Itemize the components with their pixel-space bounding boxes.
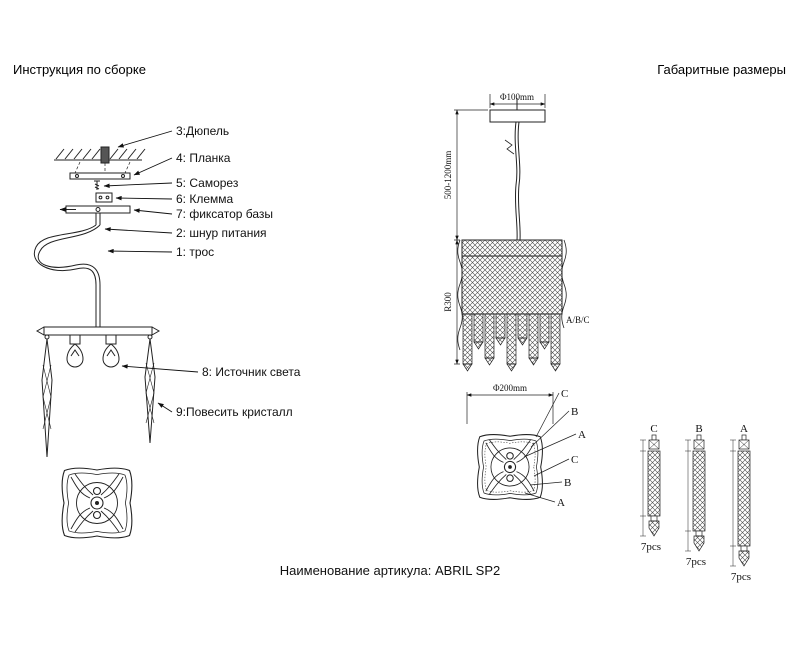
suspension-wire <box>517 121 521 241</box>
label-cable: 1: трос <box>176 245 214 259</box>
break-symbol <box>504 139 515 155</box>
article-name: Наименование артикула: ABRIL SP2 <box>279 563 501 578</box>
frame-finials <box>35 326 161 336</box>
bulb <box>102 343 120 368</box>
dimensions-diagram: Φ100mm 500-1200mm R300 A/B/C Φ200mm C B … <box>443 92 751 583</box>
dimension-texts: Φ100mm 500-1200mm R300 A/B/C Φ200mm C B … <box>443 92 751 583</box>
page-title-right: Габаритные размеры <box>657 62 786 77</box>
label-hang-crystal: 9:Повесить кристалл <box>176 405 293 419</box>
cable-wave <box>37 224 101 327</box>
canopy <box>489 109 546 123</box>
bulb-filament <box>106 349 116 357</box>
screw <box>94 180 100 190</box>
crystal-qty-b: 7pcs <box>686 556 706 568</box>
crystal-drop <box>144 338 156 444</box>
power-cord-wave <box>33 224 97 327</box>
terminal-hole <box>105 195 110 200</box>
leader-lines <box>103 130 199 413</box>
crystal-facets <box>145 362 155 424</box>
body-band <box>461 239 563 257</box>
body-crystal-strips <box>462 313 561 372</box>
body-lattice <box>461 255 563 315</box>
top-view-label: C <box>561 388 568 400</box>
crystal-piece-b <box>685 434 706 552</box>
top-view-label: B <box>571 406 578 418</box>
label-clamp: 6: Клемма <box>176 192 234 206</box>
suspension-wire <box>514 121 518 241</box>
crystal-link <box>44 334 50 340</box>
bar-screw-hole <box>75 174 79 178</box>
dim-ext-base <box>466 392 554 424</box>
terminal-hole <box>98 195 103 200</box>
body-wavy-edge <box>457 239 463 351</box>
crystal-label-b: B <box>695 423 702 435</box>
dowel <box>100 146 110 164</box>
top-view-label: A <box>557 497 565 509</box>
assembly-labels: 3:Дюпель 4: Планка 5: Саморез 6: Клемма … <box>176 124 301 419</box>
label-dowel: 3:Дюпель <box>176 124 229 138</box>
page-title-left: Инструкция по сборке <box>13 62 146 77</box>
crystal-drop <box>41 338 53 458</box>
top-view-label: B <box>564 477 571 489</box>
bar-screw-hole <box>121 174 125 178</box>
crystal-facets <box>42 364 52 430</box>
assembly-diagram: 3:Дюпель 4: Планка 5: Саморез 6: Клемма … <box>33 124 301 565</box>
crystal-label-a: A <box>740 423 748 435</box>
crystal-qty-c: 7pcs <box>641 541 661 553</box>
bulb <box>66 343 84 368</box>
lamp-frame <box>43 326 153 336</box>
dim-body-height: R300 <box>443 292 453 312</box>
top-view <box>478 435 543 500</box>
bulb-socket <box>69 334 81 345</box>
crystal-label-c: C <box>650 423 657 435</box>
crystal-piece-c <box>640 434 661 537</box>
dim-suspension-height: 500-1200mm <box>443 151 453 200</box>
base-plate-hole <box>95 207 101 212</box>
crystal-piece-a <box>730 434 751 567</box>
dim-base-diameter: Φ200mm <box>493 383 527 393</box>
terminal-block <box>95 192 113 203</box>
body-wavy-edge <box>561 239 567 329</box>
top-view-label: C <box>571 454 578 466</box>
top-view-label: A <box>578 429 586 441</box>
bottom-view <box>62 468 132 538</box>
label-bar: 4: Планка <box>176 151 231 165</box>
label-screw: 5: Саморез <box>176 176 239 190</box>
label-light-source: 8: Источник света <box>202 365 301 379</box>
bulb-socket <box>105 334 117 345</box>
crystal-qty-a: 7pcs <box>731 571 751 583</box>
cord-stub <box>95 213 101 225</box>
guide-lines <box>74 161 131 174</box>
mounting-bar <box>69 172 131 180</box>
label-power-cord: 2: шнур питания <box>176 226 267 240</box>
label-base-lock: 7: фиксатор базы <box>176 207 273 221</box>
crystal-link <box>147 334 153 340</box>
top-view-leaders <box>523 392 577 503</box>
bulb-filament <box>70 349 80 357</box>
dim-canopy-diameter: Φ100mm <box>500 92 534 102</box>
label-abc: A/B/C <box>566 315 590 325</box>
